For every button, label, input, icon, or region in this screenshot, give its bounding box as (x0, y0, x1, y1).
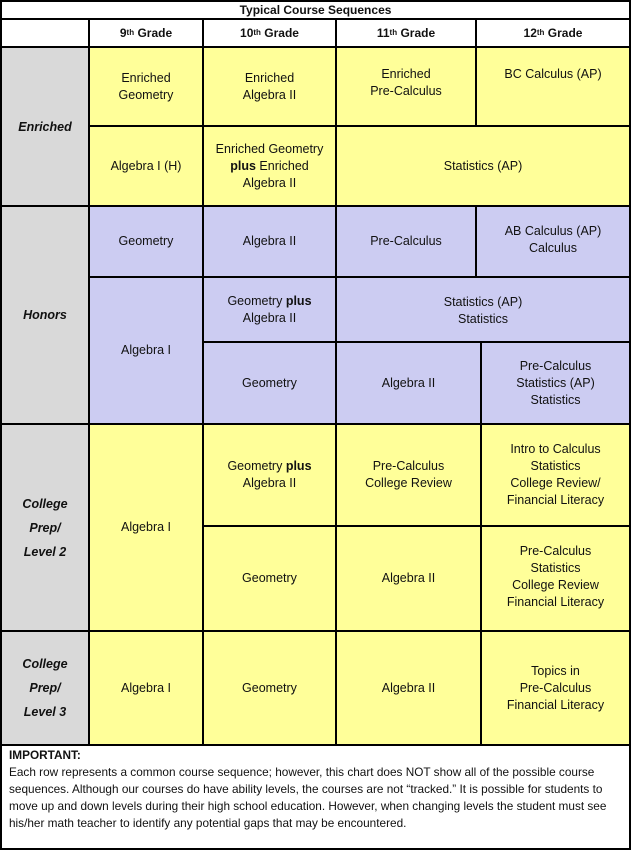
grade-number: 10 (240, 25, 254, 40)
level-label-enriched: Enriched (0, 46, 90, 207)
honors-alt-g10: Geometry plus Algebra II (202, 276, 337, 343)
cp3-g11: Algebra II (335, 630, 482, 746)
cp2-alt-g11: Algebra II (335, 525, 482, 632)
honors-g11: Pre-Calculus (335, 205, 477, 278)
cp3-g10: Geometry (202, 630, 337, 746)
important-note: IMPORTANT: Each row represents a common … (2, 744, 629, 846)
course-text: Pre-Calculus (370, 234, 442, 248)
course-text: Pre-Calculus Statistics (AP) Statistics (516, 358, 595, 407)
course-text: Algebra II (242, 234, 297, 248)
note-heading: IMPORTANT: (9, 748, 81, 762)
course-text: Algebra I (120, 520, 172, 534)
plus-keyword: plus (285, 293, 312, 308)
course-text: Statistics (AP) (443, 158, 523, 173)
enriched-g9: Enriched Geometry (88, 46, 204, 127)
cp2-alt-g10: Geometry (202, 525, 337, 632)
grade-word: Grade (547, 25, 583, 40)
grade-number: 9 (119, 25, 127, 40)
note-body: Each row represents a common course sequ… (9, 765, 607, 830)
course-text: Enriched Pre-Calculus (370, 67, 442, 98)
course-part: Geometry (227, 459, 283, 473)
level-label-college-prep-2: College Prep/ Level 2 (0, 423, 90, 632)
course-part: Algebra II (242, 476, 297, 490)
course-part: Geometry (227, 293, 283, 308)
enriched-alt-g10: Enriched Geometry plus Enriched Algebra … (202, 125, 337, 207)
course-text: Enriched Geometry (118, 70, 174, 102)
enriched-g10: Enriched Algebra II (202, 46, 337, 127)
grade-word: Grade (137, 25, 173, 40)
level-label-honors: Honors (0, 205, 90, 425)
enriched-alt-g9: Algebra I (H) (88, 125, 204, 207)
header-corner (0, 18, 90, 48)
course-text: Statistics (AP) Statistics (443, 295, 523, 326)
course-text: Pre-Calculus Statistics College Review F… (506, 544, 605, 609)
course-text: Geometry (242, 571, 297, 585)
course-text: Intro to Calculus Statistics College Rev… (506, 442, 605, 507)
course-text: Enriched Algebra II (242, 70, 297, 102)
grade-number: 11 (376, 25, 390, 40)
honors-g12: AB Calculus (AP) Calculus (475, 205, 631, 278)
cp3-g9: Algebra I (88, 630, 204, 746)
course-text: Algebra II (381, 680, 436, 695)
enriched-alt-g11-12: Statistics (AP) (335, 125, 631, 207)
course-text: Algebra II (381, 571, 436, 585)
course-text: Algebra II (381, 375, 436, 390)
course-text: Pre-Calculus College Review (365, 459, 452, 490)
enriched-g12: BC Calculus (AP) (475, 46, 631, 127)
course-part: Algebra II (242, 310, 297, 325)
course-text: Algebra I (120, 680, 172, 695)
plus-keyword: plus (230, 158, 256, 173)
level-label-text: Enriched (18, 119, 72, 134)
course-text: Geometry (242, 375, 297, 390)
course-part: Enriched Algebra II (242, 158, 309, 190)
course-part: Enriched Geometry (215, 141, 324, 156)
course-text: AB Calculus (AP) Calculus (504, 224, 602, 255)
course-text: Geometry plus Algebra II (227, 458, 311, 492)
honors-alt2-g10: Geometry (202, 341, 337, 425)
honors-g10: Algebra II (202, 205, 337, 278)
honors-g9-geometry: Geometry (88, 205, 204, 278)
plus-keyword: plus (285, 459, 312, 473)
cp2-g9: Algebra I (88, 423, 204, 632)
cp2-g11: Pre-Calculus College Review (335, 423, 482, 527)
course-text: Enriched Geometry plus Enriched Algebra … (216, 141, 324, 192)
level-label-text: College Prep/ Level 2 (22, 496, 68, 559)
course-text: Algebra I (120, 343, 172, 357)
grade-word: Grade (264, 25, 299, 40)
honors-g9-algebra: Algebra I (88, 276, 204, 425)
course-text: Algebra I (H) (110, 158, 182, 173)
course-text: Geometry (242, 680, 297, 695)
course-text: BC Calculus (AP) (504, 67, 602, 81)
cp3-g12: Topics in Pre-Calculus Financial Literac… (480, 630, 631, 746)
level-label-text: Honors (23, 308, 67, 322)
honors-alt-g11-12: Statistics (AP) Statistics (335, 276, 631, 343)
honors-alt2-g11: Algebra II (335, 341, 482, 425)
course-text: Geometry plus Algebra II (227, 293, 311, 327)
grade-word: Grade (400, 25, 436, 40)
cp2-g12: Intro to Calculus Statistics College Rev… (480, 423, 631, 527)
level-label-text: College Prep/ Level 3 (22, 657, 68, 719)
level-label-college-prep-3: College Prep/ Level 3 (0, 630, 90, 746)
enriched-g11: Enriched Pre-Calculus (335, 46, 477, 127)
grade-number: 12 (523, 25, 537, 40)
course-text: Topics in Pre-Calculus Financial Literac… (506, 663, 605, 712)
cp2-g10: Geometry plus Algebra II (202, 423, 337, 527)
cp2-alt-g12: Pre-Calculus Statistics College Review F… (480, 525, 631, 632)
honors-alt2-g12: Pre-Calculus Statistics (AP) Statistics (480, 341, 631, 425)
course-text: Geometry (118, 234, 174, 248)
